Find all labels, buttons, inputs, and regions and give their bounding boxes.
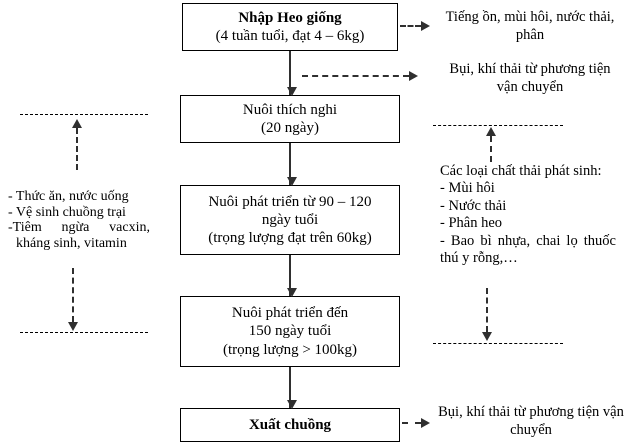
annotation-transport-bottom: Bụi, khí thải từ phương tiện vận chuyển: [438, 404, 624, 439]
dashed-down-arrow: [482, 288, 492, 341]
flow-box-adaptation-title: Nuôi thích nghi: [242, 101, 338, 118]
dashed-right-arrow: [302, 71, 418, 81]
waste-list-item: - Bao bì nhựa, chai lọ thuốc thú y rỗng,…: [440, 232, 616, 266]
flow-box-intake: Nhập Heo giống (4 tuần tuổi, đạt 4 – 6kg…: [182, 3, 398, 51]
down-arrow: [287, 367, 297, 409]
inputs-list-item: - Thức ăn, nước uống: [8, 189, 129, 204]
flow-box-growth-90-120: Nuôi phát triển từ 90 – 120 ngày tuổi (t…: [180, 185, 400, 255]
dashed-rule: [20, 114, 148, 115]
dashed-right-arrow: [402, 418, 430, 428]
waste-list-item: - Phân heo: [440, 215, 503, 232]
dashed-down-arrow: [68, 268, 78, 331]
flow-box-growth1-line3: (trọng lượng đạt trên 60kg): [208, 230, 372, 247]
dashed-up-arrow: [486, 127, 496, 162]
annotation-transport-top: Bụi, khí thải từ phương tiện vận chuyển: [449, 61, 611, 96]
waste-list: Các loại chất thải phát sinh: - Mùi hôi …: [440, 163, 616, 267]
flow-box-growth-150: Nuôi phát triển đến 150 ngày tuổi (trọng…: [180, 296, 400, 367]
inputs-list-item: -Tiêm ngừa vacxin, kháng sinh, vitamin: [8, 220, 150, 252]
flow-box-growth2-line3: (trọng lượng > 100kg): [222, 341, 358, 358]
flow-box-growth1-line1: Nuôi phát triển từ 90 – 120: [208, 193, 372, 210]
down-arrow: [287, 51, 297, 96]
waste-list-heading: Các loại chất thải phát sinh:: [440, 163, 602, 179]
waste-list-item: - Mùi hôi: [440, 180, 495, 197]
flow-box-growth1-line2: ngày tuổi: [261, 211, 319, 228]
dashed-right-arrow: [400, 21, 430, 31]
flow-box-growth2-line1: Nuôi phát triển đến: [231, 305, 349, 322]
down-arrow: [287, 143, 297, 186]
flow-box-adaptation: Nuôi thích nghi (20 ngày): [180, 95, 400, 143]
flow-box-intake-title: Nhập Heo giống: [238, 9, 342, 26]
dashed-rule: [433, 125, 563, 126]
flow-box-growth2-line2: 150 ngày tuổi: [248, 323, 332, 340]
inputs-list-item: - Vệ sinh chuồng trại: [8, 204, 126, 220]
flow-box-adaptation-detail: (20 ngày): [261, 120, 319, 136]
dashed-rule: [20, 332, 148, 333]
annotation-noise-waste: Tiếng ồn, mùi hôi, nước thải, phân: [445, 9, 615, 44]
flow-box-intake-detail: (4 tuần tuổi, đạt 4 – 6kg): [215, 28, 365, 44]
flow-box-exit: Xuất chuồng: [180, 408, 400, 442]
inputs-list: - Thức ăn, nước uống - Vệ sinh chuồng tr…: [8, 189, 150, 252]
waste-list-item: - Nước thải: [440, 197, 507, 214]
down-arrow: [287, 255, 297, 297]
dashed-rule: [433, 343, 563, 344]
dashed-up-arrow: [72, 119, 82, 170]
flow-box-exit-title: Xuất chuồng: [248, 416, 332, 433]
